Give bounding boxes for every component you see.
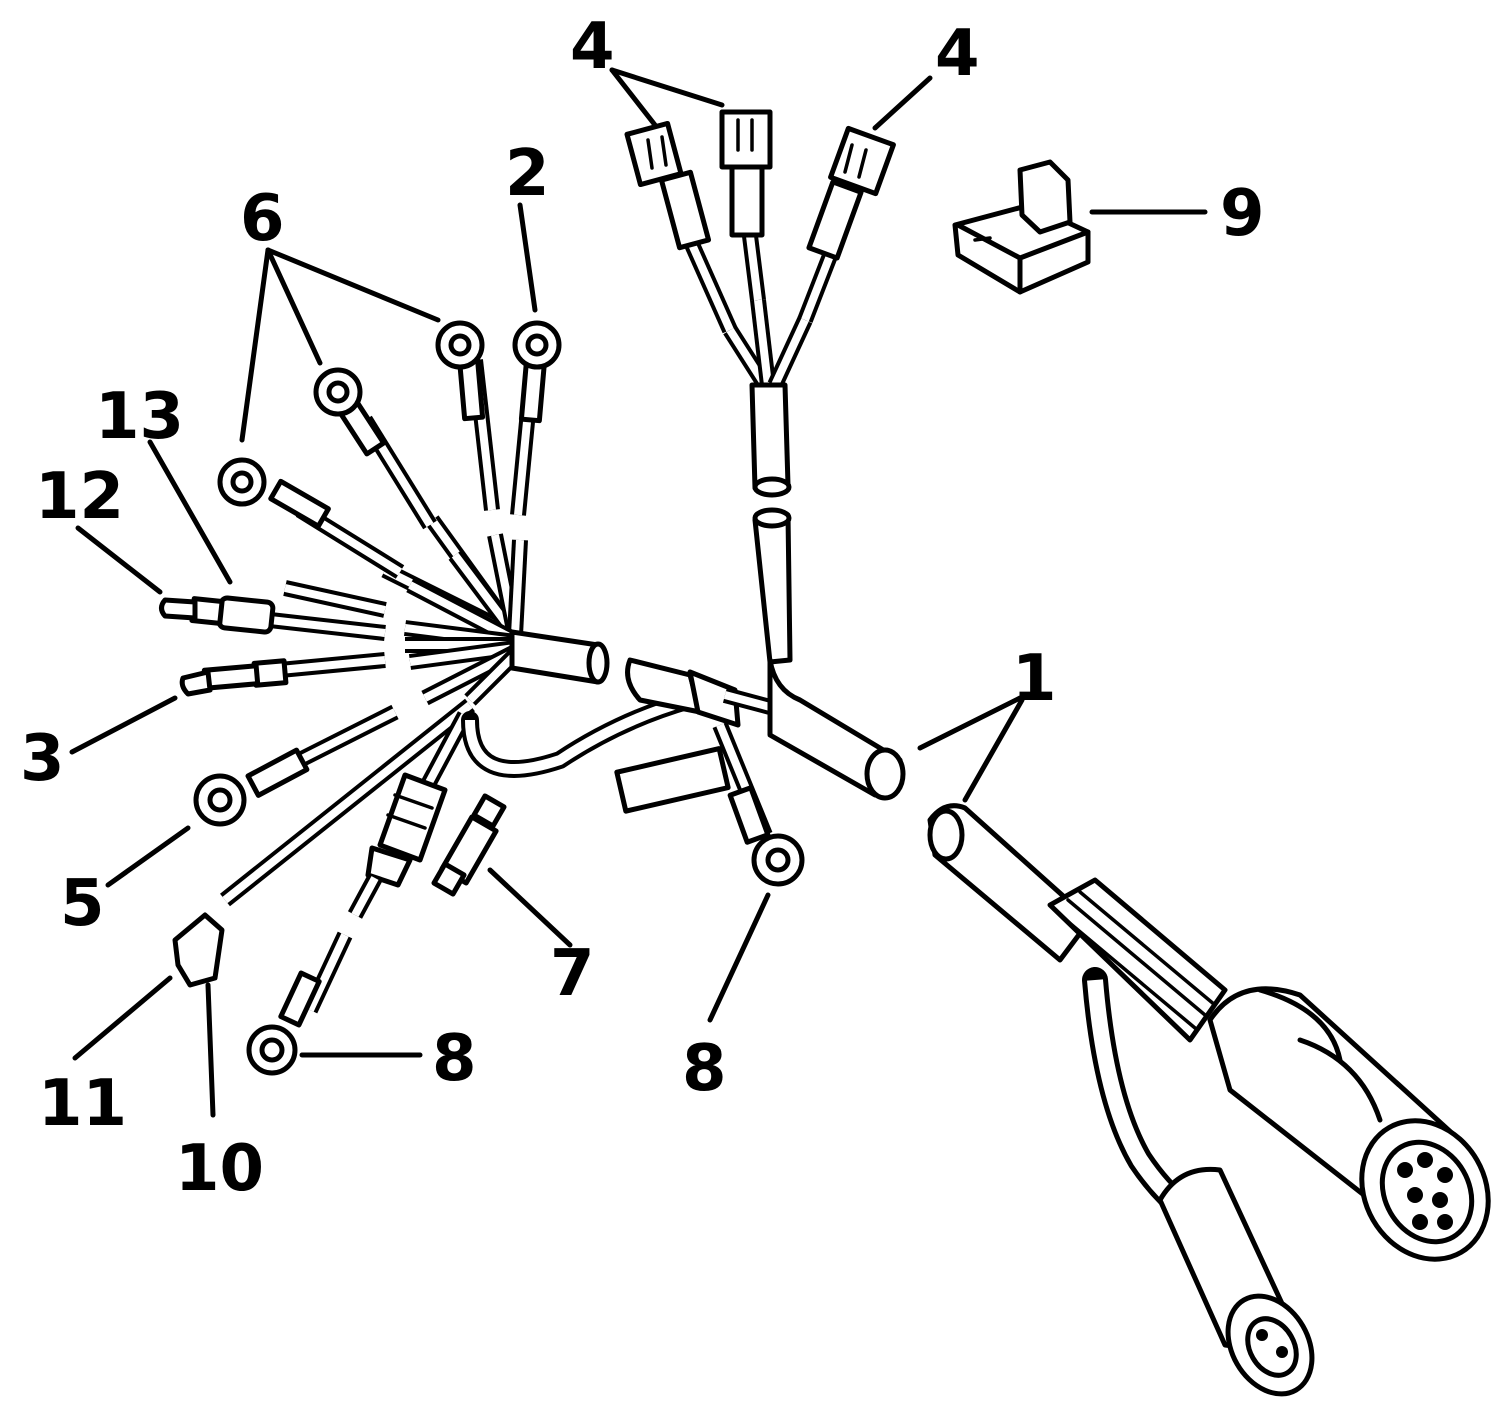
callout-4-right: 4: [935, 17, 980, 91]
quick-connector-4-c: [806, 125, 896, 261]
callout-12: 12: [35, 460, 124, 534]
quick-connector-4-a: [624, 120, 712, 251]
callout-4-left: 4: [570, 10, 615, 84]
fuse-holder: [347, 711, 473, 919]
ring-terminal-6-a: [435, 320, 500, 511]
callout-11: 11: [38, 1067, 127, 1141]
ring-terminal-8-center: [751, 833, 805, 887]
bullet-connectors: [159, 580, 387, 697]
plug-pins: [1397, 1152, 1453, 1230]
callout-13: 13: [95, 380, 184, 454]
fan-wires: [381, 515, 528, 706]
ring-terminal-5: [193, 704, 399, 827]
ring-terminals: [193, 320, 562, 827]
splice-clip: [625, 657, 703, 715]
ring-terminal-6-c: [217, 457, 405, 579]
ring-terminal-8-left: [246, 931, 353, 1076]
callout-2: 2: [505, 137, 550, 211]
quick-connector-4-b: [719, 109, 773, 238]
callout-6: 6: [240, 182, 285, 256]
main-cable-upper: [682, 219, 848, 665]
ring-terminal-6-b: [313, 367, 437, 530]
callout-8-bottom-left: 8: [432, 1022, 477, 1096]
bullet-connector-12: [159, 595, 386, 641]
clip-9: [952, 159, 1091, 295]
sleeve-tube: [614, 746, 731, 814]
quick-connectors-4: [624, 109, 896, 261]
bullet-connector-3: [179, 652, 386, 697]
callout-7: 7: [550, 937, 595, 1011]
ring-terminal-2: [510, 320, 562, 516]
main-cable-plug: [927, 803, 1491, 1397]
main-cable-jacket: [722, 657, 906, 801]
harness-hub: [381, 515, 610, 706]
leader-lines: [69, 67, 1208, 1118]
callout-labels: 1 2 3 4 4 5 6 7 8 8 9 10 11 12 13: [20, 10, 1265, 1206]
callout-3: 3: [20, 722, 65, 796]
fuse-7: [431, 793, 507, 897]
callout-10: 10: [175, 1132, 264, 1206]
callout-9: 9: [1220, 177, 1265, 251]
branch-harness: [461, 657, 773, 845]
callout-8-center: 8: [682, 1032, 727, 1106]
spade-boot-10: [172, 698, 475, 988]
callout-5: 5: [60, 867, 105, 941]
